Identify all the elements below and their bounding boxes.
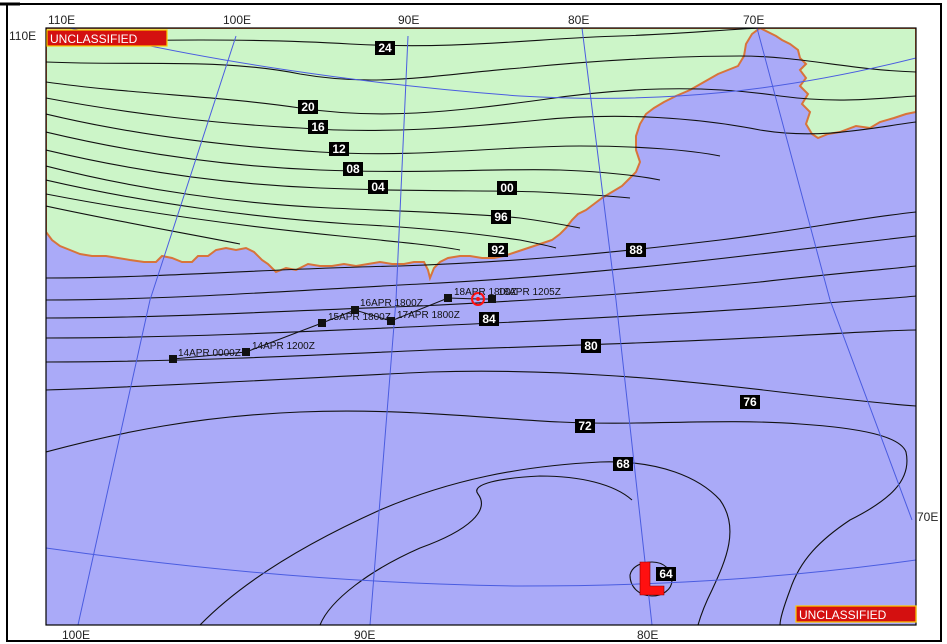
svg-text:00: 00: [500, 181, 514, 195]
storm-position-target-icon[interactable]: [471, 292, 485, 306]
svg-text:80: 80: [584, 339, 598, 353]
graticule: [46, 28, 916, 625]
classification-badge-top: UNCLASSIFIED: [46, 29, 168, 47]
svg-text:110E: 110E: [48, 13, 75, 27]
svg-text:24: 24: [378, 41, 392, 55]
isobar-label: 68: [613, 457, 633, 471]
svg-text:08: 08: [346, 162, 360, 176]
isobar-label: 76: [740, 395, 760, 409]
svg-text:100E: 100E: [223, 13, 251, 27]
isobar-label: 20: [298, 100, 318, 114]
isobar-label: 96: [491, 210, 511, 224]
svg-text:16: 16: [311, 120, 325, 134]
isobar-label: 72: [575, 419, 595, 433]
svg-text:96: 96: [494, 210, 508, 224]
isobar-labels: 24 20 16 12 08 04 00 96 92 88 84 80 76 7…: [298, 41, 760, 471]
svg-text:76: 76: [743, 395, 757, 409]
track-label: 18APR 1205Z: [498, 287, 561, 298]
track-label: 14APR 0000Z: [178, 348, 241, 359]
svg-text:90E: 90E: [354, 628, 375, 642]
isobar-label: 16: [308, 120, 328, 134]
track-point-14apr-0000z[interactable]: [169, 355, 177, 363]
isobar-label: 88: [626, 243, 646, 257]
svg-text:90E: 90E: [398, 13, 419, 27]
isobar-lines: [46, 28, 916, 625]
svg-text:92: 92: [491, 243, 505, 257]
isobar-label: 12: [329, 142, 349, 156]
track-label: 18APR 1800Z: [454, 287, 517, 298]
track-point-15apr-1800z[interactable]: [318, 319, 326, 327]
track-point-14apr-1200z[interactable]: [242, 348, 250, 356]
isobar-label: 92: [488, 243, 508, 257]
left-edge-label: 110E: [9, 29, 36, 43]
svg-text:70E: 70E: [743, 13, 764, 27]
svg-text:UNCLASSIFIED: UNCLASSIFIED: [799, 608, 887, 622]
track-point-17apr-1800z[interactable]: [387, 317, 395, 325]
svg-text:68: 68: [616, 457, 630, 471]
svg-text:100E: 100E: [62, 628, 90, 642]
isobar-label: 24: [375, 41, 395, 55]
svg-text:UNCLASSIFIED: UNCLASSIFIED: [50, 32, 138, 46]
track-label: 17APR 1800Z: [397, 310, 460, 321]
track-point-18apr-1800z[interactable]: [444, 294, 452, 302]
storm-track: 14APR 0000Z 14APR 1200Z 15APR 1800Z 16AP…: [169, 287, 561, 363]
low-pressure-icon[interactable]: 64: [639, 561, 676, 596]
top-axis-labels: 110E 100E 90E 80E 70E: [48, 13, 764, 27]
isobar-label: 08: [343, 162, 363, 176]
svg-text:88: 88: [629, 243, 643, 257]
svg-text:20: 20: [301, 100, 315, 114]
svg-text:84: 84: [482, 312, 496, 326]
svg-text:80E: 80E: [637, 628, 658, 642]
classification-badge-bottom: UNCLASSIFIED: [795, 605, 917, 623]
svg-text:72: 72: [578, 419, 592, 433]
track-point-18apr-1205z[interactable]: [488, 295, 496, 303]
isobar-label: 00: [497, 181, 517, 195]
svg-text:64: 64: [659, 567, 673, 581]
svg-text:80E: 80E: [568, 13, 589, 27]
right-edge-label: 70E: [917, 510, 938, 524]
map-border: [45, 27, 917, 626]
isobar-label: 84: [479, 312, 499, 326]
outer-border: [6, 3, 942, 642]
land-area: [46, 28, 916, 140]
track-label: 15APR 1800Z: [328, 312, 391, 323]
track-label: 14APR 1200Z: [252, 341, 315, 352]
isobar-label: 04: [368, 180, 388, 194]
track-label: 16APR 1800Z: [360, 298, 423, 309]
svg-text:04: 04: [371, 180, 385, 194]
bottom-axis-labels: 100E 90E 80E: [62, 628, 658, 642]
svg-text:12: 12: [332, 142, 346, 156]
track-point-16apr-1800z[interactable]: [351, 306, 359, 314]
isobar-label: 64: [656, 567, 676, 581]
isobar-label: 80: [581, 339, 601, 353]
map-canvas[interactable]: 14APR 0000Z 14APR 1200Z 15APR 1800Z 16AP…: [46, 28, 916, 625]
